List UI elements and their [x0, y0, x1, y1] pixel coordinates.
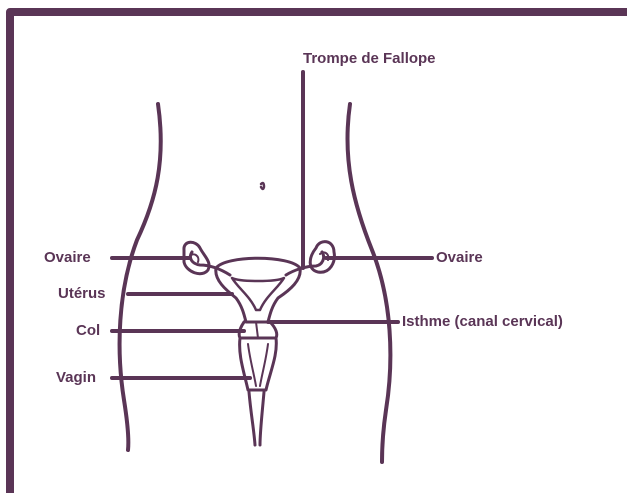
body-outline-left	[120, 104, 161, 450]
frame-border	[10, 12, 627, 493]
label-vagina: Vagin	[56, 369, 96, 387]
label-uterus: Utérus	[58, 285, 106, 303]
navel	[261, 183, 264, 189]
cervical-canal	[256, 322, 258, 338]
label-ovary-right: Ovaire	[436, 249, 483, 267]
leg-line-left	[249, 392, 255, 445]
body-outline-right	[347, 104, 390, 462]
label-cervix: Col	[76, 322, 100, 340]
uterus-body	[216, 258, 300, 322]
vagina	[240, 338, 277, 390]
label-isthmus: Isthme (canal cervical)	[402, 313, 563, 331]
leg-line-right	[260, 392, 264, 445]
label-fallopian-tube: Trompe de Fallope	[303, 50, 436, 68]
label-ovary-left: Ovaire	[44, 249, 91, 267]
